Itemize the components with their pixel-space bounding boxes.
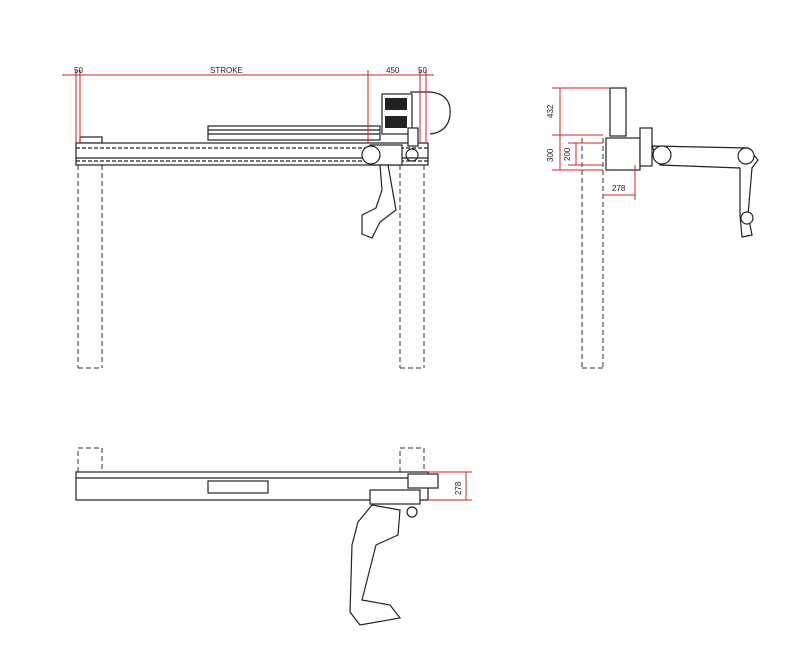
top-view: 278	[75, 447, 472, 626]
dim-height-total: 300	[546, 148, 555, 162]
dim-height-upper: 432	[546, 104, 555, 118]
side-column	[581, 138, 604, 369]
side-view: 432 300 200 278	[546, 87, 759, 369]
dim-right-margin: 50	[418, 66, 427, 75]
top-cable-chain	[407, 473, 439, 489]
dim-stroke: STROKE	[210, 66, 243, 75]
front-view: 50 STROKE 450 50	[62, 66, 451, 369]
top-right-column	[399, 447, 425, 472]
upper-rail	[207, 125, 381, 141]
dim-carriage: 450	[386, 66, 400, 75]
side-dimensions: 432 300 200 278	[546, 87, 636, 200]
side-beam-section	[605, 137, 641, 171]
top-left-column	[77, 447, 103, 472]
dim-width: 278	[454, 481, 463, 495]
dim-depth: 278	[612, 184, 626, 193]
carriage	[361, 93, 419, 166]
top-robot-arm	[349, 504, 402, 626]
right-column	[399, 165, 425, 369]
main-beam	[75, 142, 429, 166]
front-dimensions: 50 STROKE 450 50	[62, 66, 434, 143]
top-dimensions: 278	[428, 471, 472, 501]
dim-height-inner: 200	[563, 147, 572, 161]
cable-chain	[410, 91, 451, 135]
side-carriage	[639, 127, 653, 167]
left-column	[77, 136, 103, 369]
robot-arm	[361, 164, 397, 239]
side-cable-chain	[609, 87, 627, 137]
dim-left-margin: 50	[74, 66, 83, 75]
